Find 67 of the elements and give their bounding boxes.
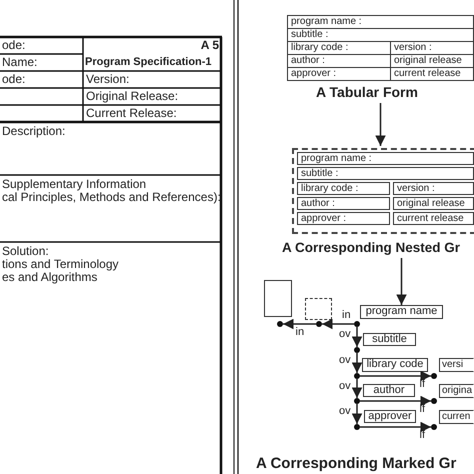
form-field: program name :	[297, 152, 474, 165]
field-label: Name:	[2, 56, 38, 69]
dot	[354, 373, 360, 379]
form-field: current release	[390, 67, 474, 81]
dot	[431, 373, 437, 379]
field-label: tions and Terminology	[2, 258, 119, 271]
dot	[431, 424, 437, 430]
field-label: es and Algorithms	[2, 271, 98, 284]
edge-label: in	[296, 327, 304, 338]
form-field: subtitle :	[297, 167, 474, 180]
nested-graph	[280, 146, 474, 258]
field-label: Solution:	[2, 245, 49, 258]
field-label: ode:	[2, 73, 26, 86]
arrow	[396, 258, 407, 305]
arrow	[352, 353, 362, 373]
arrow	[352, 327, 362, 347]
dot	[354, 321, 360, 327]
arrow	[283, 318, 316, 330]
form-field: author :	[297, 197, 390, 210]
arrow	[360, 396, 431, 406]
field-label: cal Principles, Methods and References):	[2, 191, 221, 204]
form-field: version :	[393, 182, 474, 195]
field-label: Description:	[2, 125, 66, 138]
arrow	[360, 370, 431, 382]
dot	[316, 321, 322, 327]
form-field: subtitle :	[287, 28, 474, 42]
node-box: versi	[439, 358, 474, 372]
node-label: A Tabular Form	[315, 84, 419, 100]
field-label: Original Release:	[86, 90, 178, 103]
dot	[431, 398, 437, 404]
arrow	[375, 103, 386, 146]
node-box: curren	[439, 410, 474, 424]
node-box: origina	[439, 384, 474, 398]
form-field: approver :	[297, 212, 390, 225]
arrow	[360, 422, 431, 432]
form-field: library code :	[297, 182, 390, 195]
edge-label: ov	[339, 355, 351, 366]
form-field: original release	[393, 197, 474, 210]
edge-label: ov	[339, 380, 351, 392]
dot	[354, 347, 360, 353]
field-label: Version:	[86, 73, 130, 86]
arrow	[352, 379, 362, 398]
edge-label: in	[342, 310, 351, 321]
node-box: approver	[364, 410, 416, 423]
field-label: ode:	[2, 39, 26, 52]
node-box: program name	[360, 305, 443, 319]
node-box: library code	[362, 358, 428, 372]
arrow	[352, 404, 362, 424]
dot	[277, 321, 283, 327]
node-label: A Corresponding Nested Gr	[282, 240, 462, 255]
node-box: subtitle	[363, 333, 416, 346]
edge-label: ov	[339, 406, 351, 417]
form-field: approver :	[287, 67, 391, 81]
arrow	[322, 318, 354, 330]
edge-label: ov	[339, 329, 351, 340]
empty-box	[264, 280, 292, 317]
dot	[354, 424, 360, 430]
form-title: Program Specification-1	[85, 56, 212, 69]
dashed-box	[305, 298, 332, 320]
field-label: Supplementary Information	[2, 178, 146, 191]
caption: A Corresponding Marked Gr	[256, 455, 456, 472]
field-label: Current Release:	[86, 107, 177, 120]
dot	[354, 398, 360, 404]
node-box: author	[363, 384, 415, 397]
form-field: program name :	[287, 15, 474, 29]
form-number: A 5	[200, 39, 219, 52]
form-field: current release	[393, 212, 474, 225]
